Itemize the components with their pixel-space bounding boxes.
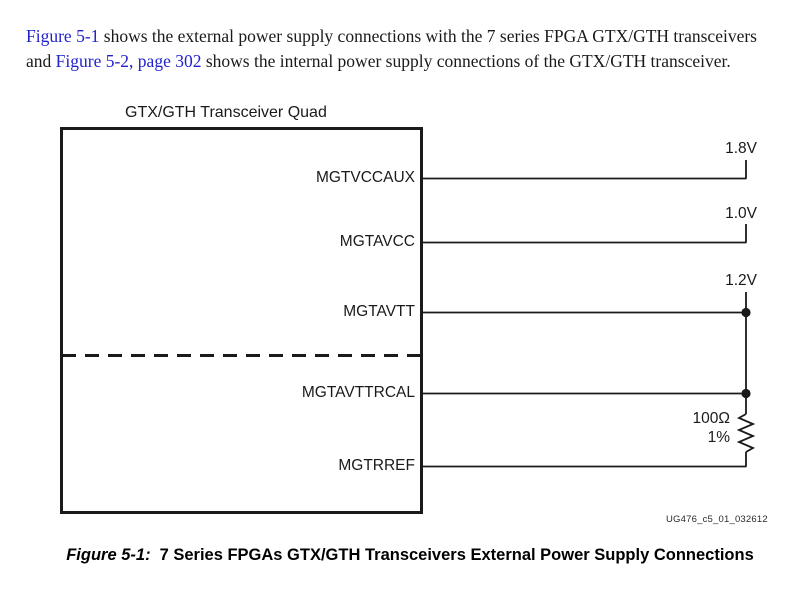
supply-label-1v0: 1.0V — [725, 205, 757, 222]
resistor-symbol — [736, 413, 756, 453]
figure-5-1-link[interactable]: Figure 5-1 — [26, 25, 100, 46]
resistor-annotation: 100Ω 1% — [620, 409, 730, 447]
figure-caption: Figure 5-1: 7 Series FPGAs GTX/GTH Transc… — [40, 543, 780, 567]
resistor-value: 100Ω — [692, 410, 730, 427]
intro-text-2: shows the internal power supply connecti… — [201, 50, 731, 71]
junction-dot-mgtavtt — [741, 307, 751, 318]
supply-label-1v2: 1.2V — [725, 272, 757, 289]
pin-label-mgtavcc: MGTAVCC — [339, 233, 415, 250]
figure-id-stamp: UG476_c5_01_032612 — [666, 514, 768, 525]
transceiver-quad-title: GTX/GTH Transceiver Quad — [125, 104, 327, 121]
pin-label-mgtavttrcal: MGTAVTTRCAL — [301, 384, 415, 401]
pin-label-mgtvccaux: MGTVCCAUX — [315, 169, 415, 186]
transceiver-quad-block — [60, 127, 423, 514]
intro-paragraph: Figure 5-1 shows the external power supp… — [26, 24, 774, 74]
resistor-tolerance: 1% — [707, 429, 730, 446]
caption-number: Figure 5-1: — [66, 546, 151, 564]
figure-5-2-link[interactable]: Figure 5-2, page 302 — [55, 50, 202, 71]
supply-label-1v8: 1.8V — [725, 140, 757, 157]
intro-text-1: shows the external power supply connecti… — [26, 25, 757, 71]
caption-text: 7 Series FPGAs GTX/GTH Transceivers Exte… — [159, 546, 754, 564]
pin-label-mgtrref: MGTRREF — [338, 457, 415, 474]
pin-label-mgtavtt: MGTAVTT — [343, 303, 415, 320]
